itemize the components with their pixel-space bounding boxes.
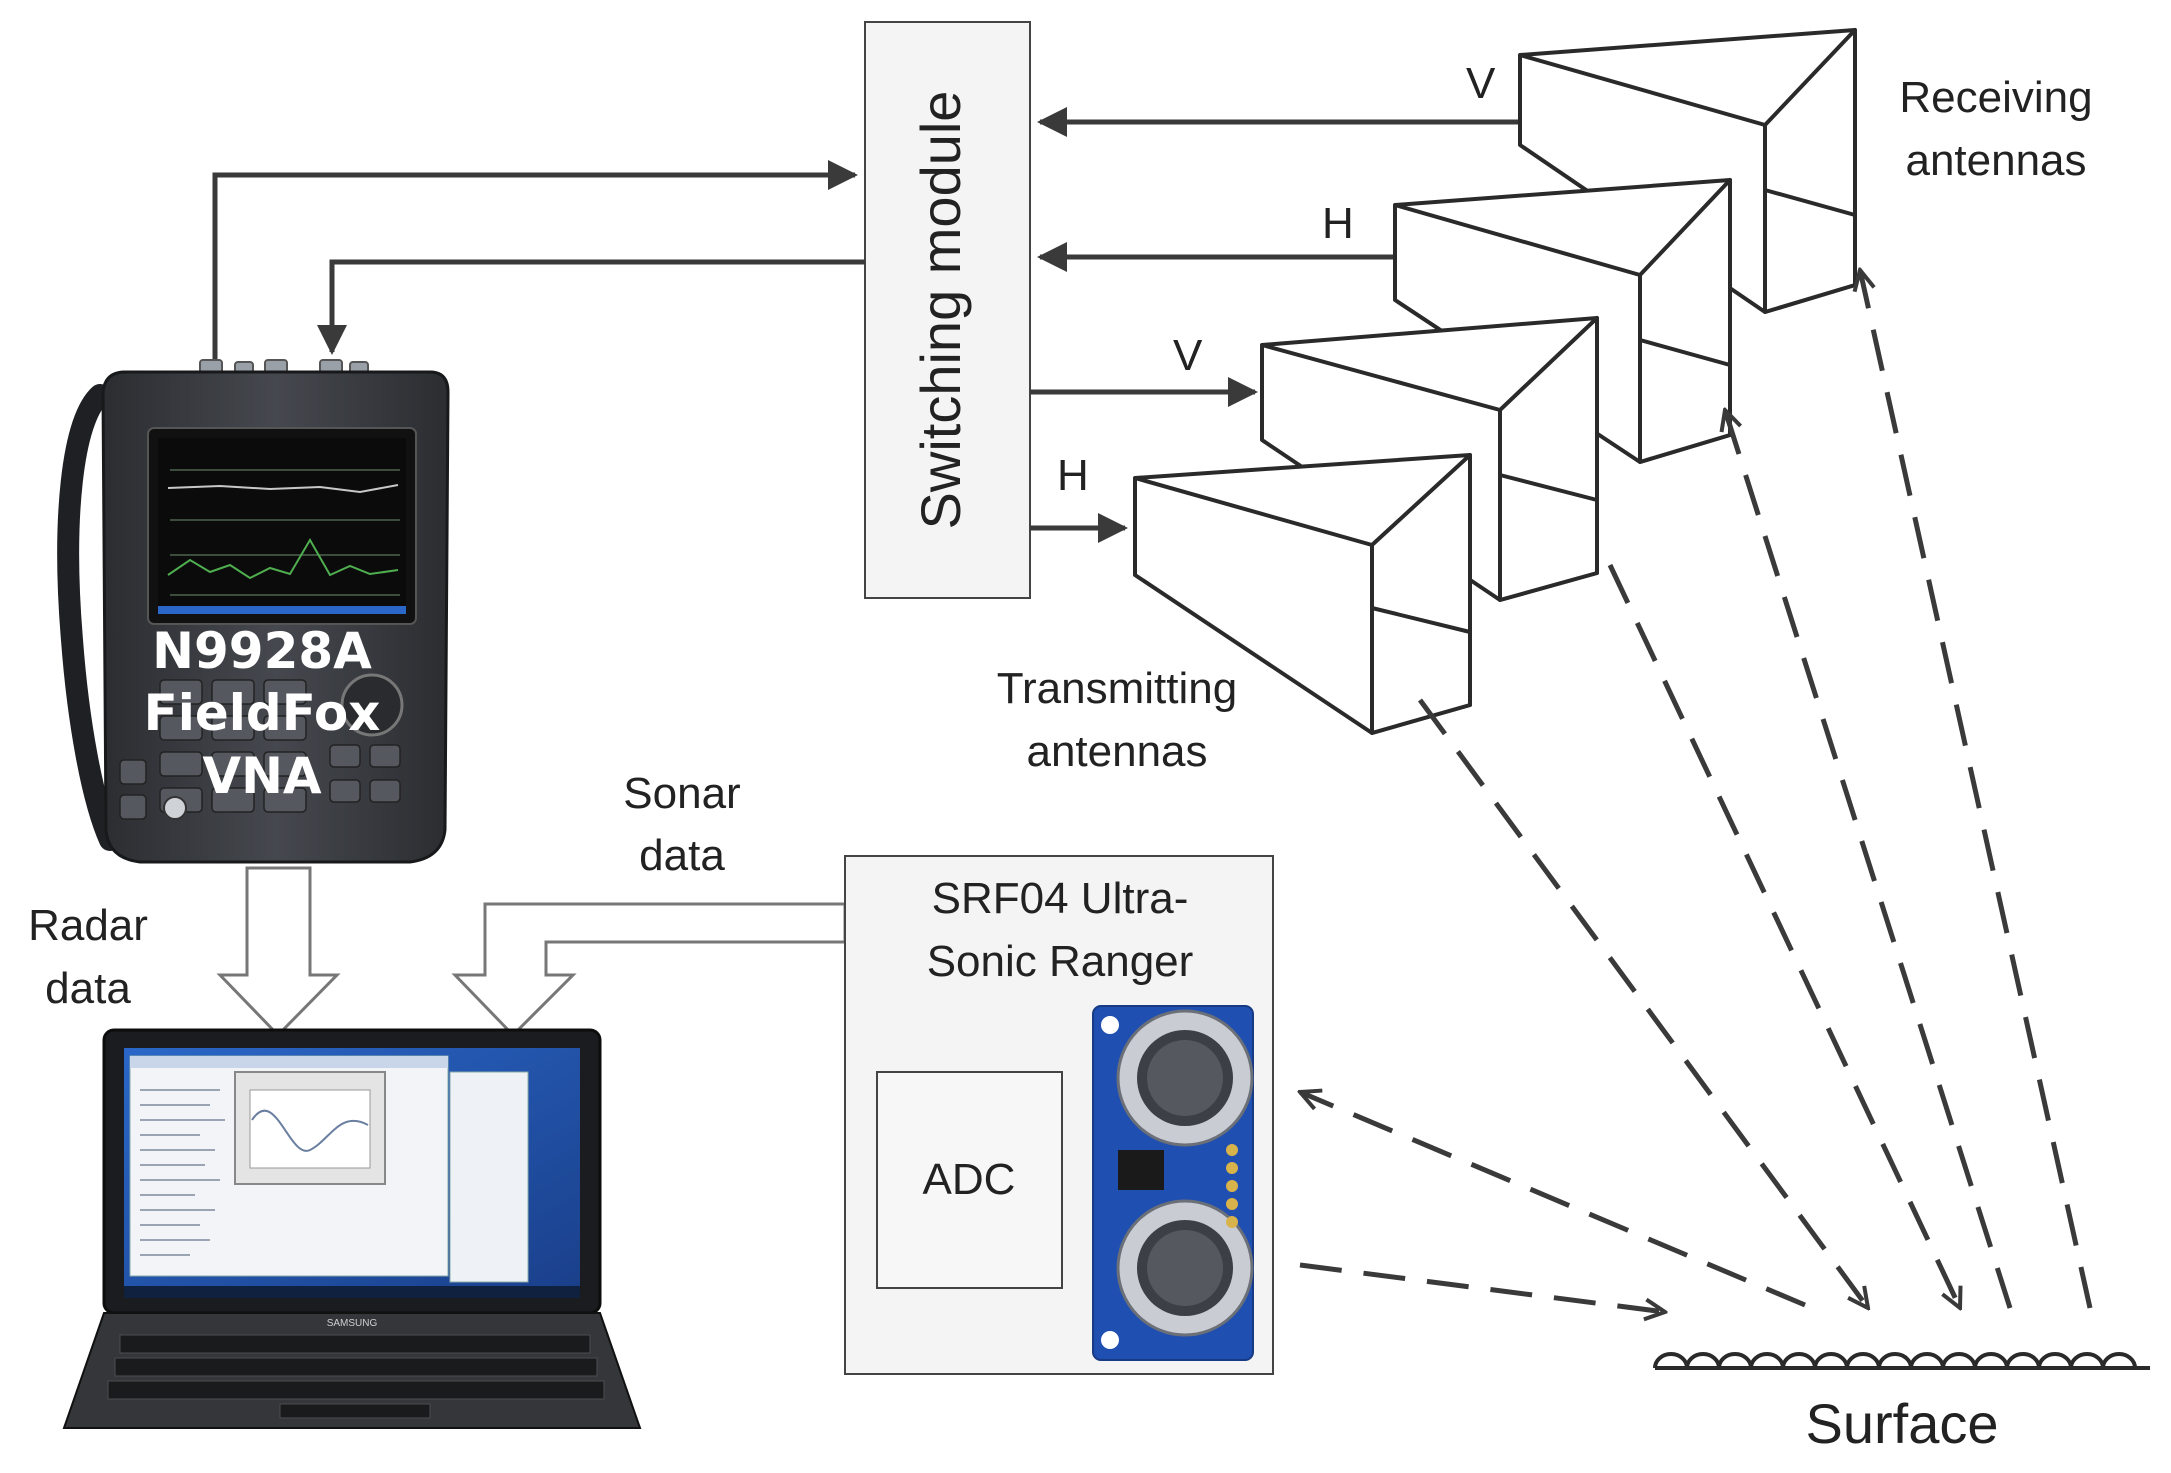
tx-v-wave bbox=[1607, 563, 1960, 1308]
transmitting-line1: Transmitting bbox=[997, 664, 1237, 713]
antenna-feed-lines bbox=[1030, 107, 1520, 543]
antenna-array bbox=[1133, 28, 1857, 735]
radar-data-line1: Radar bbox=[28, 901, 148, 950]
laptop: SAMSUNG bbox=[62, 1028, 642, 1429]
sonar-sensor-board bbox=[1092, 1005, 1254, 1361]
sonar-wave-paths bbox=[1299, 1092, 1806, 1312]
switch-to-vna-line bbox=[317, 259, 865, 355]
sonar-data-arrow: Sonar data bbox=[451, 769, 847, 1038]
surface-label: Surface bbox=[1806, 1392, 1999, 1455]
rx-h-wave bbox=[1725, 410, 2013, 1309]
switching-module: Switching module bbox=[864, 21, 1031, 599]
vna-device: N9928A FieldFox VNA bbox=[57, 359, 450, 864]
tx-horn-h bbox=[1133, 453, 1472, 735]
adc-block: ADC bbox=[876, 1071, 1063, 1289]
tx-h-wave bbox=[1417, 698, 1868, 1308]
laptop-taskbar bbox=[124, 1286, 580, 1298]
transmitting-line2: antennas bbox=[1026, 727, 1207, 776]
vna-model-label: N9928A bbox=[152, 622, 372, 680]
ranger-line2: Sonic Ranger bbox=[927, 937, 1194, 986]
radar-wave-paths bbox=[1417, 270, 2093, 1309]
sonar-data-line1: Sonar bbox=[623, 769, 740, 818]
rx-v-wave bbox=[1860, 270, 2093, 1309]
rx-v-label: V bbox=[1466, 59, 1496, 108]
adc-label: ADC bbox=[923, 1155, 1016, 1204]
polarization-labels: V H V H bbox=[1057, 59, 1496, 500]
radar-data-arrow: Radar data bbox=[28, 866, 341, 1038]
tx-v-label: V bbox=[1173, 331, 1203, 380]
vna-to-switch-line bbox=[212, 160, 858, 370]
vna-switch-connections bbox=[212, 160, 865, 370]
sonar-transducer-top bbox=[1116, 1009, 1254, 1147]
sonar-transducer-bottom bbox=[1116, 1199, 1254, 1337]
vna-power-button bbox=[163, 796, 187, 820]
receiving-line1: Receiving bbox=[1899, 73, 2092, 122]
receiving-line2: antennas bbox=[1905, 136, 2086, 185]
surface-roughness bbox=[1653, 1352, 2137, 1369]
surface: Surface bbox=[1653, 1352, 2150, 1455]
switching-module-label: Switching module bbox=[909, 91, 972, 530]
vna-screen bbox=[158, 438, 406, 614]
sonar-data-line2: data bbox=[639, 831, 725, 880]
tx-h-label: H bbox=[1057, 451, 1089, 500]
laptop-keyboard bbox=[107, 1334, 605, 1419]
vna-knob bbox=[340, 673, 404, 737]
sonar-emit-wave bbox=[1299, 1262, 1665, 1312]
rx-h-label: H bbox=[1322, 199, 1354, 248]
receiving-antennas-label: Receiving antennas bbox=[1899, 73, 2092, 185]
sonar-echo-wave bbox=[1300, 1092, 1806, 1308]
transmitting-antennas-label: Transmitting antennas bbox=[997, 664, 1237, 776]
ultrasonic-ranger: SRF04 Ultra- Sonic Ranger ADC bbox=[844, 855, 1274, 1375]
vna-type-label: VNA bbox=[202, 747, 322, 805]
sonar-header-pins bbox=[1226, 1144, 1238, 1228]
laptop-brand: SAMSUNG bbox=[327, 1318, 378, 1329]
ranger-line1: SRF04 Ultra- bbox=[932, 874, 1189, 923]
vna-trace-1 bbox=[167, 484, 399, 494]
radar-data-line2: data bbox=[45, 964, 131, 1013]
vna-trace-2 bbox=[167, 538, 399, 580]
vna-brand-label: FieldFox bbox=[144, 684, 381, 742]
